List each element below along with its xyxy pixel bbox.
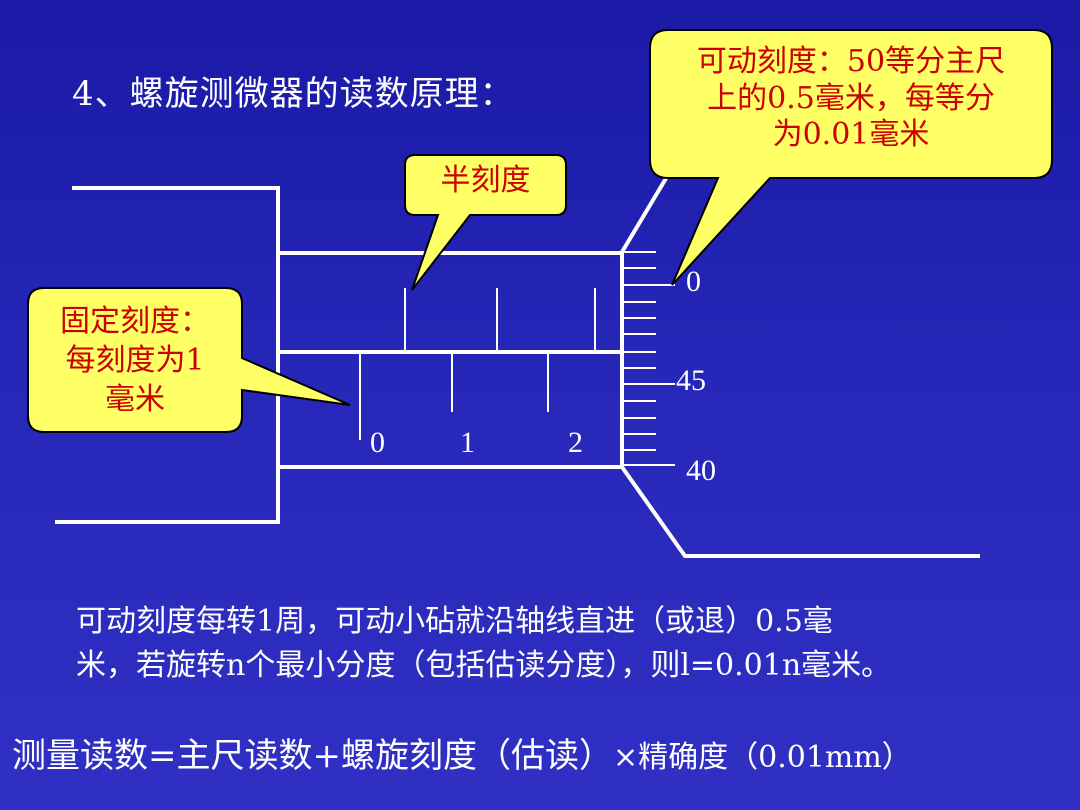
main-scale-label-1: 1 xyxy=(460,426,475,459)
movable-line-1: 可动刻度：50等分主尺 xyxy=(696,44,1006,79)
callout-fixed-scale-text: 固定刻度： 每刻度为1 毫米 xyxy=(28,302,242,419)
thimble-flare-top xyxy=(620,173,670,254)
callout-movable-scale xyxy=(649,29,1053,286)
main-scale-label-0: 0 xyxy=(370,426,385,459)
reading-formula: 测量读数=主尺读数+螺旋刻度（估读）×精确度（0.01mm） xyxy=(12,728,912,777)
slide-title: 4、螺旋测微器的读数原理： xyxy=(72,74,515,114)
movable-line-2: 上的0.5毫米，每等分 xyxy=(707,80,995,116)
callout-movable-scale-text: 可动刻度：50等分主尺 上的0.5毫米，每等分 为0.01毫米 xyxy=(650,44,1052,154)
callout-half-scale xyxy=(404,154,567,291)
main-scale-label-2: 2 xyxy=(568,426,583,459)
thimble-label-40: 40 xyxy=(686,454,716,487)
movable-line-3: 为0.01毫米 xyxy=(772,117,930,153)
callout-half-scale-text: 半刻度 xyxy=(440,163,531,198)
formula-main: 测量读数=主尺读数+螺旋刻度（估读） xyxy=(12,736,613,776)
fixed-line-2: 每刻度为1 xyxy=(65,343,205,378)
thimble-flare-bottom xyxy=(620,465,980,558)
paragraph-line-2: 米，若旋转n个最小分度（包括估读分度），则l=0.01n毫米。 xyxy=(76,647,892,683)
micrometer-frame xyxy=(55,186,280,524)
thimble-ticks xyxy=(622,251,675,466)
formula-tail: ×精确度（0.01mm） xyxy=(612,740,912,775)
paragraph-line-1: 可动刻度每转1周，可动小砧就沿轴线直进（或退）0.5毫 xyxy=(76,604,833,639)
callout-fixed-scale xyxy=(27,287,351,433)
thimble-label-0: 0 xyxy=(686,265,701,298)
main-scale-ticks xyxy=(359,288,596,440)
fixed-line-3: 毫米 xyxy=(105,382,165,417)
explanation-paragraph: 可动刻度每转1周，可动小砧就沿轴线直进（或退）0.5毫 米，若旋转n个最小分度（… xyxy=(76,600,1036,687)
fixed-line-1: 固定刻度： xyxy=(60,304,210,339)
thimble-label-45: 45 xyxy=(676,364,706,397)
